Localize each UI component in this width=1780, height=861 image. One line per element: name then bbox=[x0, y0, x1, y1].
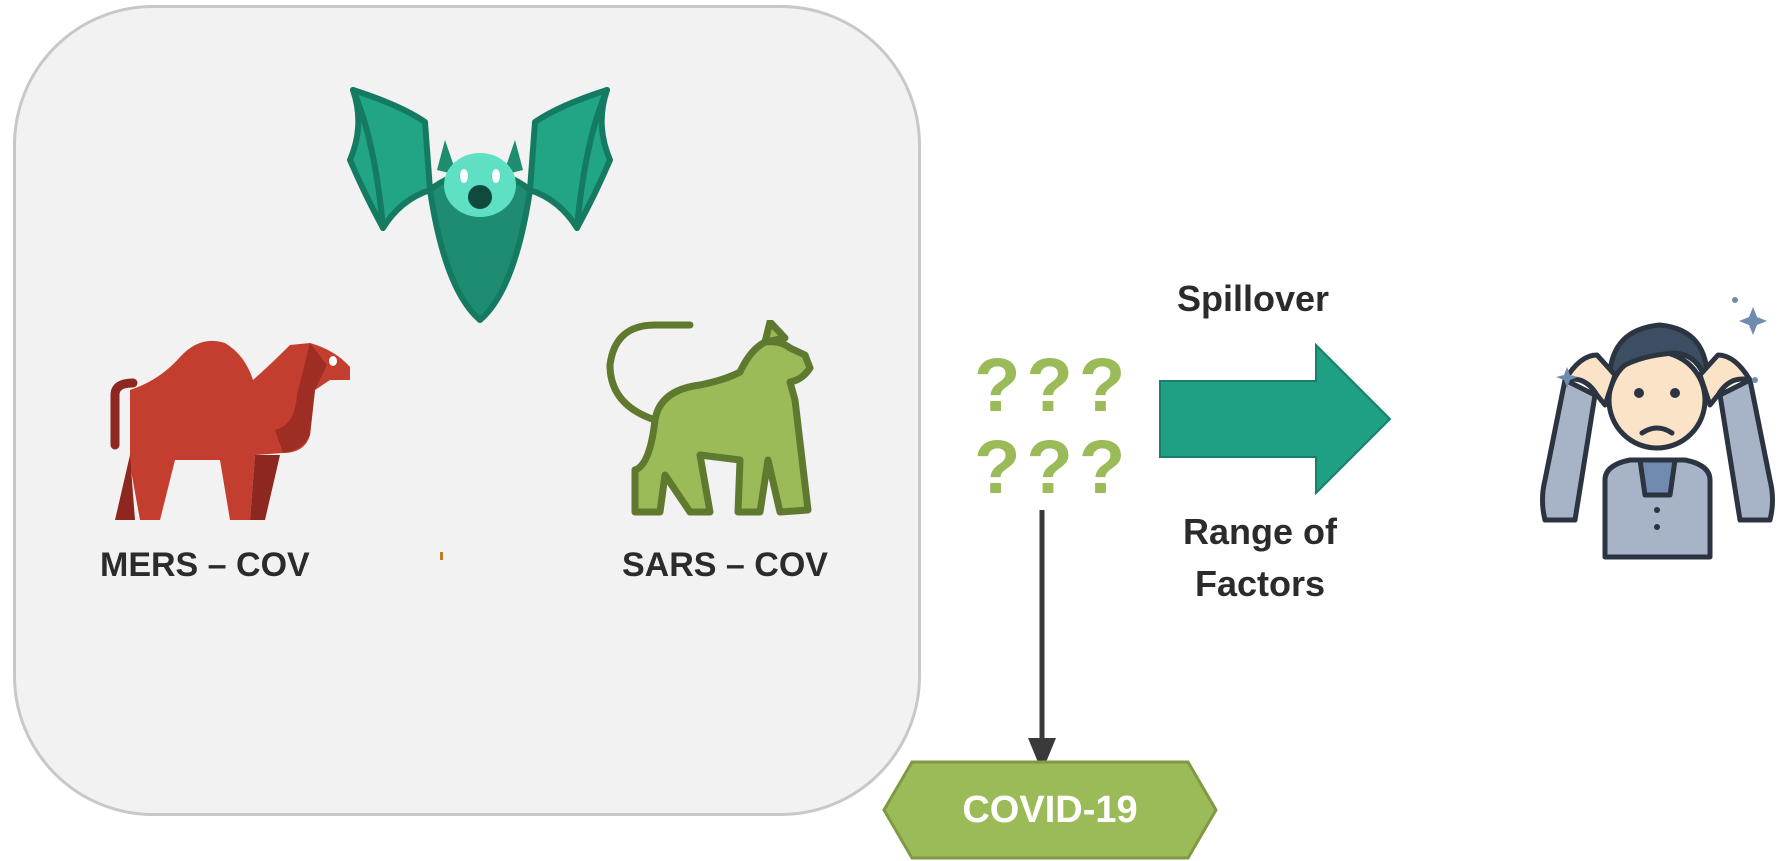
spillover-arrow bbox=[1159, 343, 1392, 495]
unknown-host-marks: ??? bbox=[974, 425, 1132, 510]
covid-19-label: COVID-19 bbox=[962, 789, 1138, 831]
camel-icon bbox=[110, 340, 350, 520]
unknown-host-marks: ??? bbox=[974, 343, 1132, 428]
covid-19-box bbox=[882, 760, 1218, 860]
small-marker bbox=[440, 552, 443, 560]
mers-cov-label: MERS – COV bbox=[100, 546, 310, 584]
bat-icon bbox=[347, 87, 613, 323]
cat-icon bbox=[606, 320, 814, 516]
spillover-label: Spillover bbox=[1177, 278, 1330, 319]
down-arrow bbox=[1028, 510, 1056, 772]
sars-cov-label: SARS – COV bbox=[622, 546, 828, 584]
worried-person-icon bbox=[1540, 297, 1775, 560]
range-of-factors-label: Range of Factors bbox=[1182, 511, 1337, 604]
